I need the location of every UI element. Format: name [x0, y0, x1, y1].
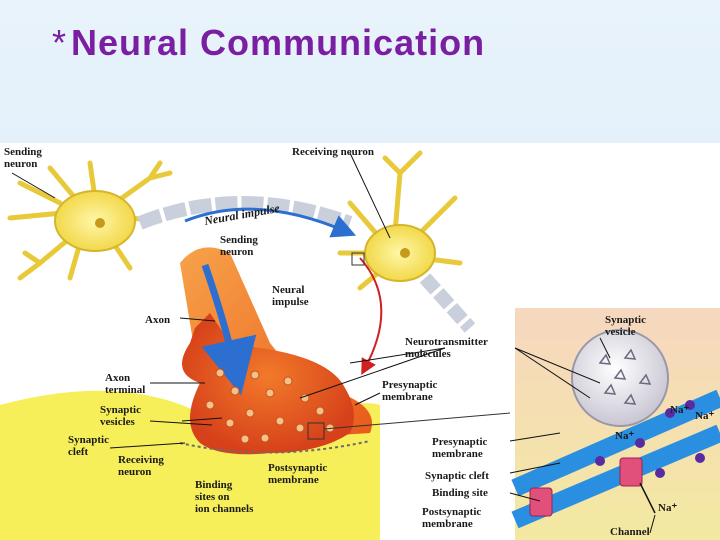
- connecting-axon: [137, 196, 357, 238]
- label-channel: Channel: [610, 526, 650, 538]
- label-axon: Axon: [145, 314, 170, 326]
- label-receiving-neuron-top: Receiving neuron: [292, 146, 374, 158]
- label-sending-neuron-mid: Sending neuron: [220, 234, 261, 258]
- label-na-ion-3: Na⁺: [615, 430, 634, 442]
- label-na-ion-2: Na⁺: [695, 410, 714, 422]
- label-binding-site: Binding site: [432, 487, 488, 499]
- label-synaptic-cleft-right: Synaptic cleft: [425, 470, 489, 482]
- label-neural-impulse-mid: Neural impulse: [272, 284, 309, 308]
- zoom-arrow: [359, 257, 383, 376]
- sending-neuron-cell: [7, 160, 173, 281]
- label-synaptic-vesicle-inset: Synaptic vesicle: [605, 314, 649, 338]
- label-na-ion-1: Na⁺: [670, 404, 689, 416]
- label-receiving-neuron-bottom: Receiving neuron: [118, 454, 167, 478]
- diagram-canvas: Sending neuron Receiving neuron Neural i…: [0, 146, 720, 540]
- label-synaptic-cleft-left: Synaptic cleft: [68, 434, 112, 458]
- title-text: Neural Communication: [71, 22, 486, 63]
- label-binding-sites: Binding sites on ion channels: [195, 479, 254, 515]
- receiving-neuron-cell: [337, 150, 476, 333]
- slide-title: *Neural Communication: [52, 22, 485, 64]
- label-axon-terminal: Axon terminal: [105, 372, 145, 396]
- label-presynaptic-membrane-left: Presynaptic membrane: [382, 379, 440, 403]
- zoom-box-top: [351, 252, 365, 266]
- label-postsynaptic-membrane-left: Postsynaptic membrane: [268, 462, 330, 486]
- label-synaptic-vesicles: Synaptic vesicles: [100, 404, 144, 428]
- title-bullet: *: [52, 22, 68, 63]
- axon-terminal-illustration: [0, 247, 511, 540]
- label-leaders: [11, 152, 656, 534]
- label-presynaptic-membrane-right: Presynaptic membrane: [432, 436, 490, 460]
- label-postsynaptic-membrane-right: Postsynaptic membrane: [422, 506, 484, 530]
- label-na-ion-4: Na⁺: [658, 502, 677, 514]
- label-neurotransmitter-molecules: Neurotransmitter molecules: [405, 336, 490, 360]
- neural-communication-diagram: Sending neuron Receiving neuron Neural i…: [0, 143, 720, 540]
- synapse-inset: [511, 308, 720, 540]
- label-sending-neuron-top: Sending neuron: [4, 146, 45, 170]
